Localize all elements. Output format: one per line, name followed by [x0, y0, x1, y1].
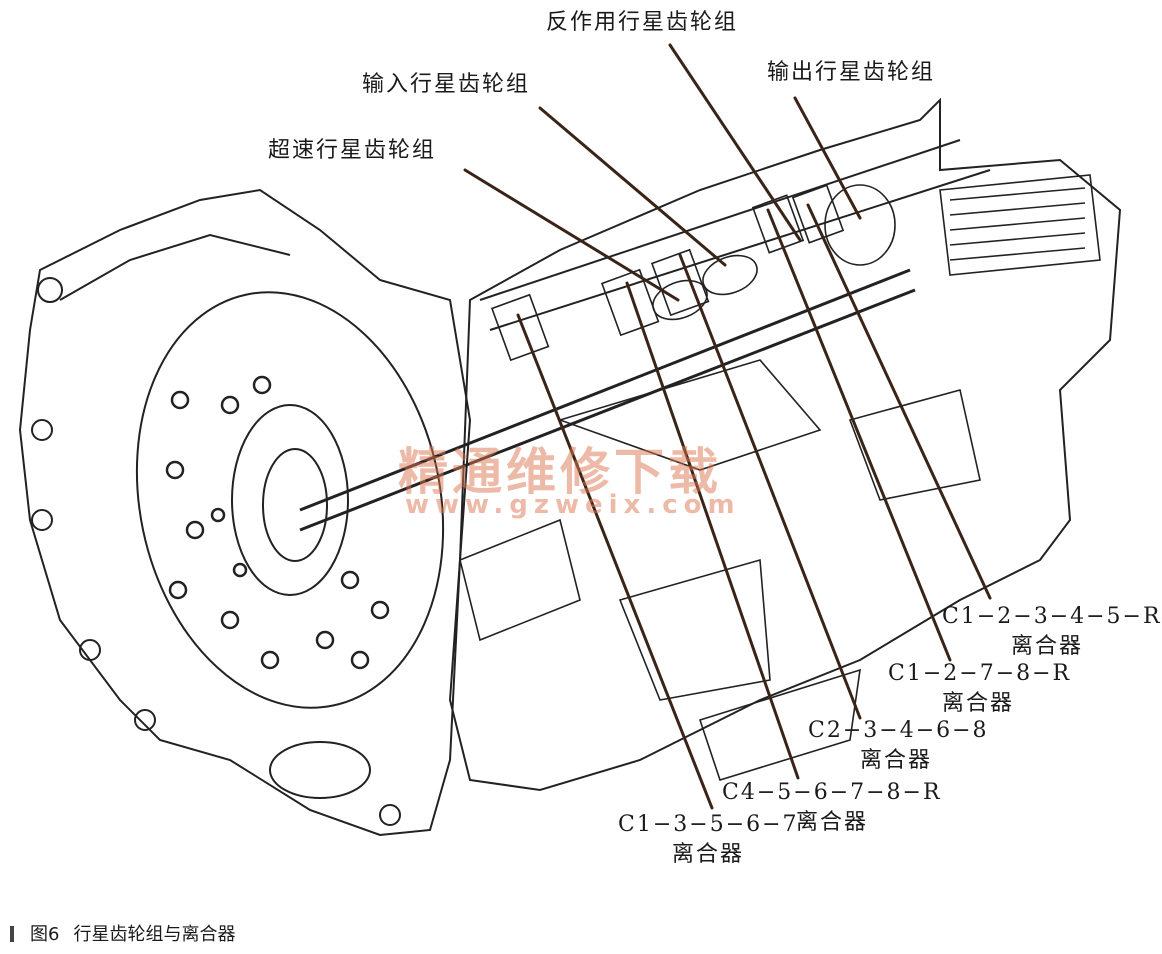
label-clutch-2346-8-line1: C2−3−4−6−8: [808, 718, 989, 743]
caption-marker: [10, 926, 14, 942]
label-input-planetary: 输入行星齿轮组: [362, 72, 531, 97]
label-clutch-12345r-line2: 离合器: [1010, 634, 1083, 659]
label-overdrive-planetary: 超速行星齿轮组: [268, 138, 437, 163]
watermark-url: www.gzweix.com: [405, 490, 741, 520]
label-reaction-planetary: 反作用行星齿轮组: [546, 10, 739, 35]
leader-clutch-12345r: [806, 203, 992, 600]
leader-overdrive-planetary: [463, 168, 680, 302]
caption-text: 行星齿轮组与离合器: [73, 924, 236, 945]
label-clutch-13567: C1−3−5−6−7 离合器: [618, 812, 798, 868]
label-clutch-2346-8-line2: 离合器: [859, 748, 932, 773]
label-clutch-12345r-line1: C1−2−3−4−5−R: [942, 604, 1162, 629]
leader-input-planetary: [538, 106, 727, 267]
leader-clutch-45678r: [625, 281, 800, 780]
caption-number: 图6: [30, 924, 60, 945]
label-clutch-45678r-line2: 离合器: [796, 810, 869, 835]
leader-reaction-planetary: [668, 43, 802, 242]
flex-plate: [135, 291, 445, 709]
transmission-case: [448, 97, 1122, 792]
figure-caption: 图6 行星齿轮组与离合器: [10, 920, 235, 946]
label-clutch-45678r-line1: C4−5−6−7−8−R: [722, 780, 942, 805]
bell-housing: [18, 188, 472, 837]
leader-output-planetary: [793, 96, 862, 220]
label-clutch-45678r: C4−5−6−7−8−R: [722, 780, 942, 806]
label-clutch-2346-8: C2−3−4−6−8 离合器: [808, 718, 989, 774]
label-clutch-13567-line1: C1−3−5−6−7: [618, 812, 799, 837]
label-clutch-1278r-line2: 离合器: [941, 691, 1014, 716]
label-clutch-12345r: C1−2−3−4−5−R 离合器: [942, 604, 1162, 660]
label-output-planetary: 输出行星齿轮组: [767, 60, 936, 85]
label-clutch-13567-line2: 离合器: [671, 842, 744, 867]
leader-clutch-13567: [516, 313, 714, 810]
watermark-text: 精通维修下载: [398, 443, 722, 501]
transmission-cutaway-illustration: [18, 43, 1122, 837]
label-clutch-1278r-line1: C1−2−7−8−R: [888, 661, 1072, 686]
leader-clutch-2346-8: [678, 253, 862, 720]
label-clutch-1278r: C1−2−7−8−R 离合器: [888, 661, 1072, 717]
leader-clutch-1278r: [766, 208, 952, 662]
